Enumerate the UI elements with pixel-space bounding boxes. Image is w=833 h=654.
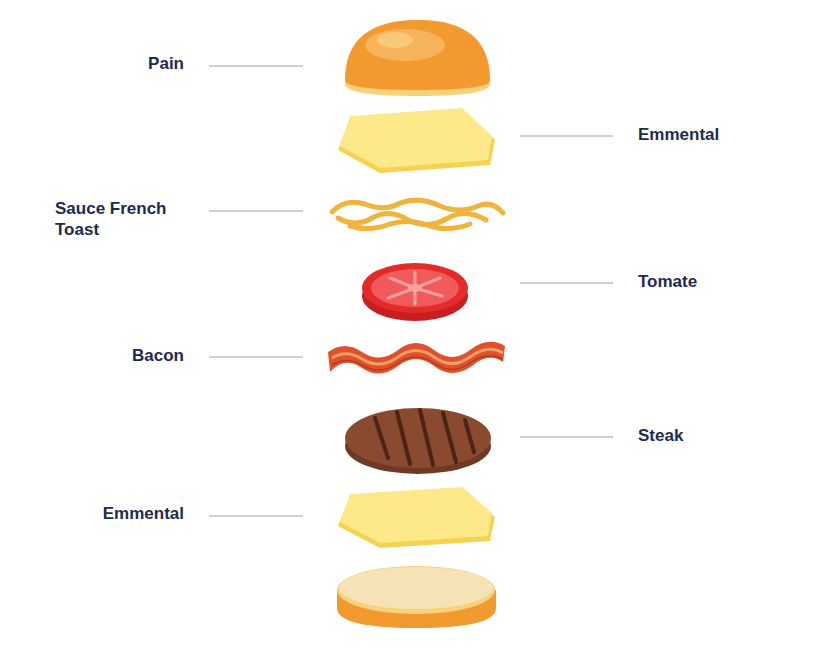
top-bun xyxy=(345,20,490,96)
bacon xyxy=(328,342,505,374)
bottom-bun xyxy=(337,566,496,628)
cheese-slice xyxy=(338,487,495,548)
tomato xyxy=(362,263,468,321)
part-label: Emmental xyxy=(103,503,184,524)
leader-lines xyxy=(209,66,613,516)
part-label: Tomate xyxy=(638,271,697,292)
part-label: Emmental xyxy=(638,124,719,145)
part-label: Sauce French Toast xyxy=(55,198,190,240)
part-label: Bacon xyxy=(132,345,184,366)
part-label: Pain xyxy=(148,53,184,74)
cheese-slice xyxy=(338,108,495,173)
sauce xyxy=(332,200,503,228)
part-label: Steak xyxy=(638,425,683,446)
steak-patty xyxy=(345,408,491,474)
